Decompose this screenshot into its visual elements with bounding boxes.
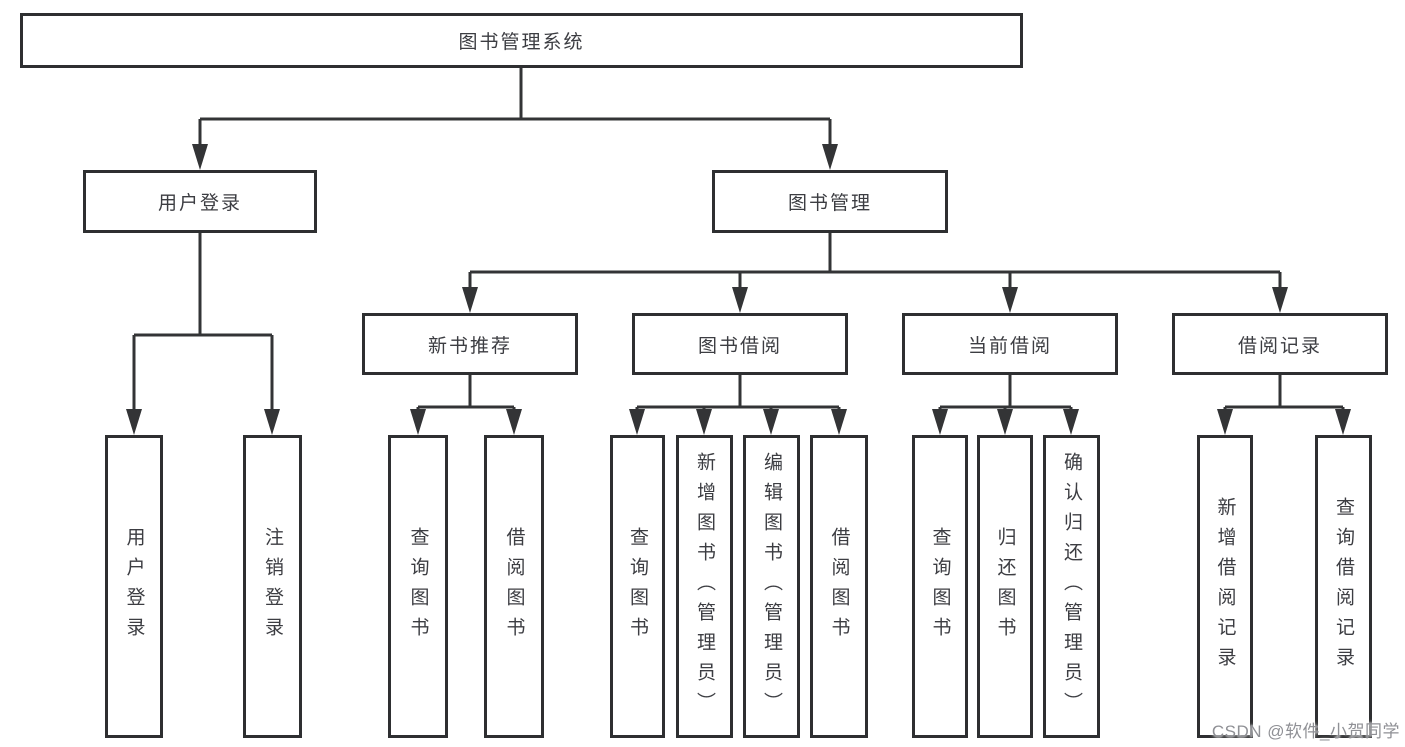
- leaf-newbook-query-books: 查询图书: [388, 435, 448, 738]
- node-book-management-system: 图书管理系统: [20, 13, 1023, 68]
- leaf-borrow-query-books: 查询图书: [610, 435, 665, 738]
- node-current-borrowing: 当前借阅: [902, 313, 1118, 375]
- node-new-book-recommend: 新书推荐: [362, 313, 578, 375]
- leaf-borrow-edit-books-admin: 编辑图书（管理员）: [743, 435, 800, 738]
- leaf-records-query-borrow-record: 查询借阅记录: [1315, 435, 1372, 738]
- node-borrowing-records: 借阅记录: [1172, 313, 1388, 375]
- leaf-records-add-borrow-record: 新增借阅记录: [1197, 435, 1253, 738]
- leaf-newbook-borrow-books: 借阅图书: [484, 435, 544, 738]
- node-user-login: 用户登录: [83, 170, 317, 233]
- leaf-logout: 注销登录: [243, 435, 302, 738]
- leaf-borrow-borrow-books: 借阅图书: [810, 435, 868, 738]
- leaf-user-login: 用户登录: [105, 435, 163, 738]
- node-book-management: 图书管理: [712, 170, 948, 233]
- leaf-current-confirm-return-admin: 确认归还（管理员）: [1043, 435, 1100, 738]
- arrowheads: [126, 144, 1351, 435]
- leaf-current-query-books: 查询图书: [912, 435, 968, 738]
- leaf-current-return-books: 归还图书: [977, 435, 1033, 738]
- node-book-borrowing: 图书借阅: [632, 313, 848, 375]
- csdn-watermark: CSDN @软件_小贺同学: [1211, 722, 1400, 741]
- leaf-borrow-add-books-admin: 新增图书（管理员）: [676, 435, 733, 738]
